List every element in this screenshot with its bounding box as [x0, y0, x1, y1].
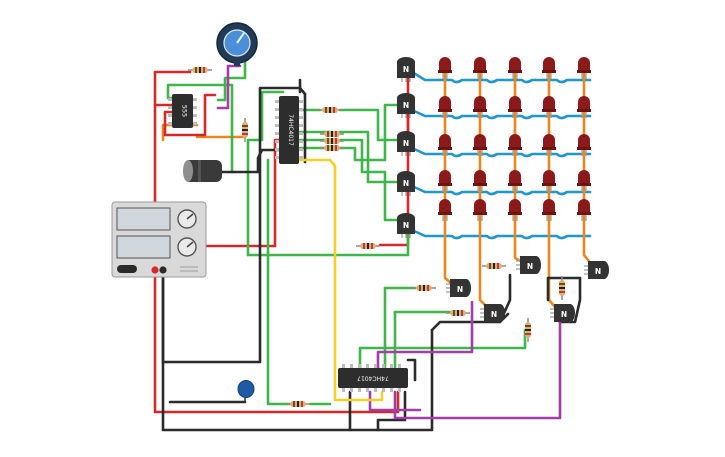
led[interactable] — [542, 96, 556, 118]
timer-555-chip[interactable]: 555 — [168, 94, 197, 128]
negative-terminal[interactable] — [159, 266, 167, 274]
resistor[interactable] — [242, 118, 248, 142]
led[interactable] — [473, 199, 487, 221]
npn-transistor[interactable]: N — [550, 304, 575, 322]
npn-transistor[interactable]: N — [584, 261, 609, 279]
led[interactable] — [542, 199, 556, 221]
resistor[interactable] — [286, 401, 310, 407]
resistors — [188, 67, 565, 407]
led[interactable] — [577, 199, 591, 221]
led[interactable] — [508, 96, 522, 118]
resistor[interactable] — [320, 145, 344, 151]
led[interactable] — [577, 96, 591, 118]
led[interactable] — [473, 57, 487, 79]
transistor-label: N — [561, 310, 567, 319]
transistor-label: N — [403, 221, 409, 230]
led[interactable] — [542, 170, 556, 192]
led[interactable] — [577, 170, 591, 192]
counter-chip-top[interactable]: 74HC4017 — [275, 96, 303, 164]
timer-chip-label: 555 — [181, 105, 189, 117]
purple-wires — [216, 64, 562, 420]
led[interactable] — [508, 134, 522, 156]
transistor-label: N — [595, 267, 601, 276]
npn-transistor[interactable]: N — [397, 131, 415, 156]
led[interactable] — [438, 96, 452, 118]
led[interactable] — [508, 199, 522, 221]
power-supply[interactable] — [111, 201, 207, 278]
led[interactable] — [438, 57, 452, 79]
led[interactable] — [577, 134, 591, 156]
led[interactable] — [438, 134, 452, 156]
transistor-label: N — [527, 262, 533, 271]
led-row-wires — [410, 70, 592, 240]
led[interactable] — [508, 170, 522, 192]
npn-transistor[interactable]: N — [446, 279, 471, 297]
resistor[interactable] — [525, 318, 531, 342]
counter-top-label: 74HC4017 — [287, 114, 294, 146]
led[interactable] — [577, 57, 591, 79]
transistor-label: N — [491, 310, 497, 319]
led-matrix — [438, 57, 591, 221]
current-display — [116, 235, 171, 259]
npn-transistor[interactable]: N — [397, 57, 415, 82]
resistor[interactable] — [320, 131, 344, 137]
led[interactable] — [473, 170, 487, 192]
transistor-label: N — [403, 139, 409, 148]
power-switch[interactable] — [117, 265, 137, 273]
resistor[interactable] — [318, 107, 342, 113]
transistor-label: N — [457, 285, 463, 294]
electrolytic-capacitor[interactable] — [183, 160, 222, 182]
potentiometer[interactable] — [216, 22, 258, 66]
npn-transistor[interactable]: N — [480, 304, 505, 322]
resistor[interactable] — [446, 310, 470, 316]
transistor-label: N — [403, 101, 409, 110]
yellow-wires — [298, 158, 384, 402]
resistor[interactable] — [412, 285, 436, 291]
npn-transistor[interactable]: N — [397, 93, 415, 118]
resistor[interactable] — [320, 138, 344, 144]
counter-bottom-label: 74HC4017 — [357, 375, 389, 382]
transistors: N N N N N N N N N N — [397, 57, 609, 322]
resistor[interactable] — [356, 243, 380, 249]
npn-transistor[interactable]: N — [516, 256, 541, 274]
led[interactable] — [542, 57, 556, 79]
transistor-label: N — [403, 179, 409, 188]
green-wires — [166, 58, 527, 406]
counter-chip-bottom[interactable]: 74HC4017 — [338, 364, 408, 392]
led[interactable] — [473, 96, 487, 118]
led[interactable] — [542, 134, 556, 156]
npn-transistor[interactable]: N — [397, 213, 415, 238]
ceramic-capacitor[interactable] — [237, 380, 255, 403]
resistor[interactable] — [482, 263, 506, 269]
led[interactable] — [508, 57, 522, 79]
resistor[interactable] — [559, 276, 565, 300]
npn-transistor[interactable]: N — [397, 171, 415, 196]
led[interactable] — [438, 199, 452, 221]
led[interactable] — [438, 170, 452, 192]
positive-terminal[interactable] — [151, 266, 159, 274]
resistor[interactable] — [188, 67, 212, 73]
voltage-display — [116, 207, 171, 231]
transistor-label: N — [403, 65, 409, 74]
led[interactable] — [473, 134, 487, 156]
